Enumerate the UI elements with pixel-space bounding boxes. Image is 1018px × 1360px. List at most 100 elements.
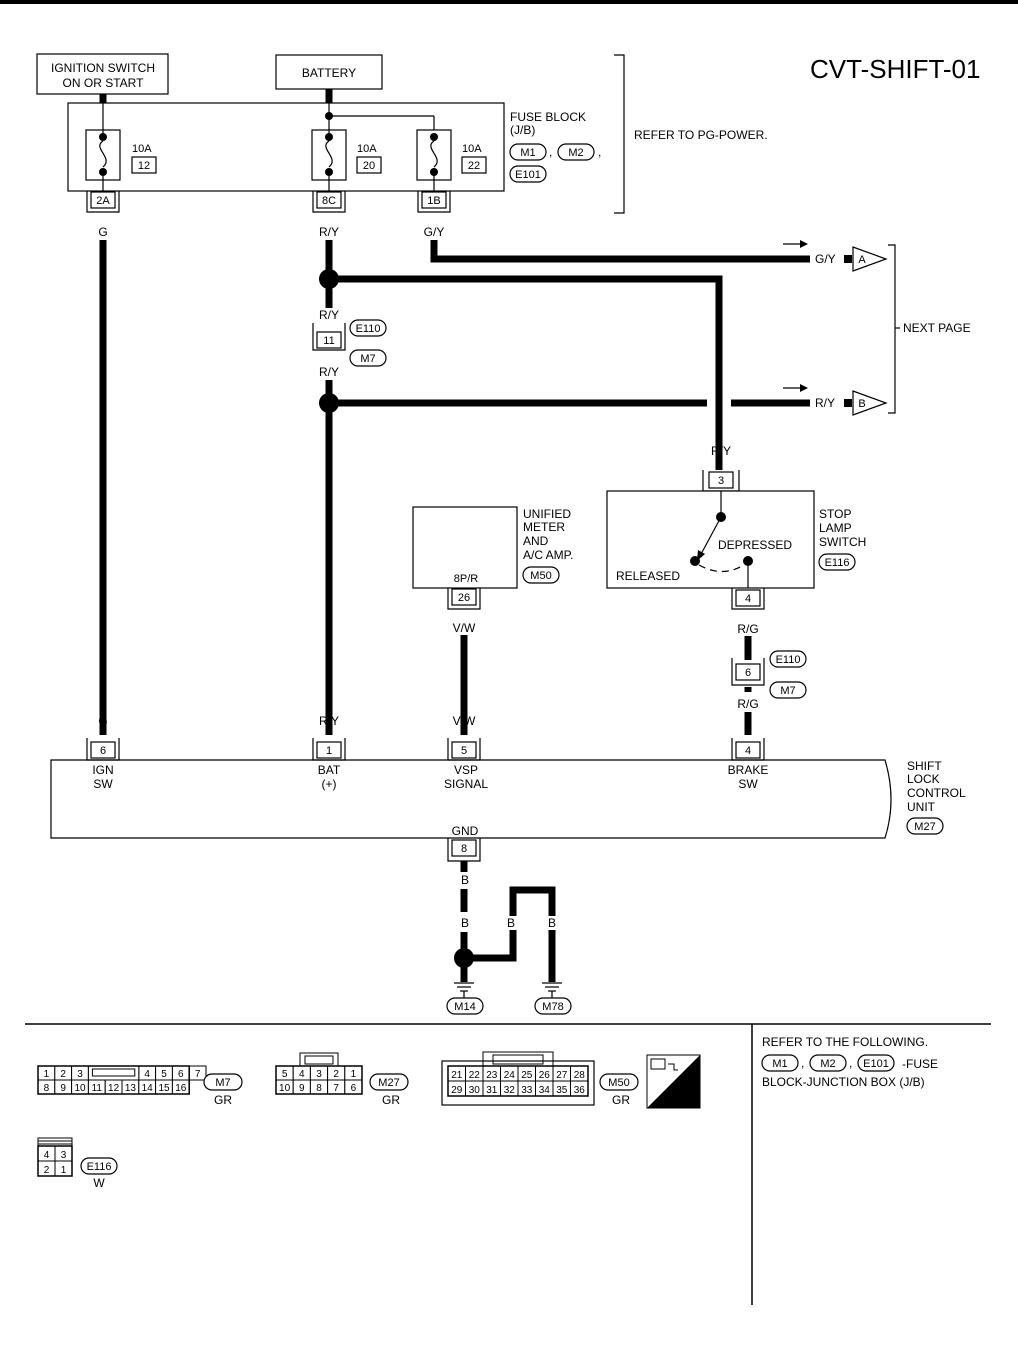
pin-label: 23 — [486, 1070, 498, 1081]
pin-label: 13 — [125, 1083, 137, 1094]
svg-text:,: , — [849, 1056, 852, 1070]
ignition-label-1: IGNITION SWITCH — [51, 61, 155, 75]
gnd-wire-1: B — [461, 873, 469, 887]
m7-color: GR — [214, 1093, 232, 1107]
pin-label: 2 — [44, 1165, 50, 1176]
fuse-2-number: 20 — [363, 160, 375, 172]
wire-vw-top: V/W — [453, 621, 476, 635]
pin-label: 9 — [60, 1083, 66, 1094]
fuse-12: 10A 12 — [85, 103, 157, 191]
released-label: RELEASED — [616, 569, 680, 583]
unit-label-4: UNIT — [907, 800, 936, 814]
pin-label: 34 — [539, 1085, 551, 1096]
wire-vw-bottom: V/W — [453, 714, 476, 728]
m7-id: M7 — [215, 1077, 230, 1089]
meter-label-3: AND — [523, 534, 549, 548]
m27-id: M27 — [378, 1077, 399, 1089]
diagram-title: CVT-SHIFT-01 — [810, 54, 980, 84]
meter-pin-label: 8P/R — [454, 573, 479, 585]
pin-label: 35 — [556, 1085, 568, 1096]
pin-label: 5 — [161, 1069, 167, 1080]
refer-note-line2: BLOCK-JUNCTION BOX (J/B) — [762, 1075, 925, 1089]
unit-label-3: CONTROL — [907, 786, 966, 800]
meter-label-1: UNIFIED — [523, 507, 571, 521]
pin-label: 2 — [333, 1069, 339, 1080]
fuse-3-number: 22 — [468, 160, 480, 172]
wire-ry-3: R/Y — [319, 365, 339, 379]
splice-terminal: 11 — [323, 335, 334, 347]
refer-conn-m2: M2 — [820, 1058, 835, 1070]
refer-conn-m1: M1 — [772, 1058, 787, 1070]
stop-lamp-switch: 3 DEPRESSED RELEASED 4 STOP LAMP SWITCH … — [606, 470, 866, 610]
wires: G G R/Y R/Y R/Y R/Y 11 E110 M7 G/Y G/Y A — [98, 225, 971, 735]
terminal-8c: 8C — [312, 191, 346, 213]
fuse-22: 10A 22 — [416, 129, 487, 191]
stop-label-2: LAMP — [819, 521, 852, 535]
fuse-block-conn-m1: M1 — [520, 147, 535, 159]
gnd-wire-2: B — [461, 916, 469, 930]
terminal-8c-label: 8C — [322, 195, 336, 207]
ignition-label-2: ON OR START — [63, 76, 145, 90]
ground-m14-label: M14 — [454, 1001, 475, 1013]
pin-label: 8 — [316, 1083, 322, 1094]
pin-label: 36 — [574, 1085, 586, 1096]
stop-label-1: STOP — [819, 507, 851, 521]
pin-label: 31 — [486, 1085, 498, 1096]
unit-pin-5-name-1: VSP — [454, 763, 478, 777]
refer-note-fuse: -FUSE — [902, 1057, 938, 1071]
svg-text:,: , — [549, 145, 552, 159]
brake-splice-6: 6 E110 M7 — [731, 650, 807, 699]
pin-label: 14 — [142, 1083, 154, 1094]
wire-gy-next: G/Y — [815, 252, 836, 266]
wire-stop-in: R/Y — [711, 444, 731, 458]
refer-note: REFER TO THE FOLLOWING. M1 , M2 , E101 -… — [761, 1035, 938, 1089]
brake-splice-conn-e110: E110 — [776, 654, 801, 666]
pin-label: 9 — [299, 1083, 305, 1094]
pin-label: 15 — [158, 1083, 170, 1094]
meter-terminal: 26 — [458, 592, 470, 604]
pin-label: 25 — [521, 1070, 533, 1081]
fuse-block-label-2: (J/B) — [510, 123, 535, 137]
wire-ry-top: R/Y — [319, 225, 339, 239]
fuse-block-conn-m2: M2 — [568, 147, 583, 159]
unit-gnd-terminal: 8 — [461, 843, 467, 855]
e116-id: E116 — [87, 1161, 112, 1173]
unit-pin-1: 1 — [326, 745, 332, 757]
fuse-block-conn-e101: E101 — [515, 169, 541, 181]
wire-g-bottom: G — [98, 714, 107, 728]
fuse-3-rating: 10A — [462, 143, 482, 155]
m50-color: GR — [612, 1093, 630, 1107]
battery-label: BATTERY — [302, 66, 356, 80]
stop-in-terminal: 3 — [718, 475, 724, 487]
unit-pin-6-name-2: SW — [93, 777, 113, 791]
unit-pin-4-name-2: SW — [738, 777, 758, 791]
unit-pin-1-name-2: (+) — [322, 777, 337, 791]
fuse-1-rating: 10A — [132, 143, 152, 155]
terminal-2a-label: 2A — [96, 195, 110, 207]
wire-rg-2: R/G — [737, 697, 758, 711]
pin-label: 10 — [279, 1083, 291, 1094]
pin-label: 30 — [469, 1085, 481, 1096]
pin-label: 6 — [351, 1083, 357, 1094]
pin-label: 4 — [144, 1069, 150, 1080]
pin-label: 3 — [316, 1069, 322, 1080]
splice-conn-e110: E110 — [356, 323, 381, 335]
svg-text:,: , — [801, 1056, 804, 1070]
pin-label: 2 — [60, 1069, 66, 1080]
unit-pin-4: 4 — [745, 745, 751, 757]
pin-label: 28 — [574, 1070, 586, 1081]
pin-label: 10 — [74, 1083, 86, 1094]
terminal-1b: 1B — [417, 191, 451, 213]
unit-pin-5: 5 — [461, 745, 467, 757]
harness-side-icon: H.S. — [646, 1054, 701, 1109]
unified-meter: 8P/R 26 UNIFIED METER AND A/C AMP. M50 — [412, 506, 573, 610]
next-page-tag-b: B — [858, 398, 865, 410]
fuse-1-number: 12 — [138, 160, 150, 172]
pin-label: 1 — [61, 1165, 67, 1176]
unit-pin-1-name-1: BAT — [318, 763, 341, 777]
